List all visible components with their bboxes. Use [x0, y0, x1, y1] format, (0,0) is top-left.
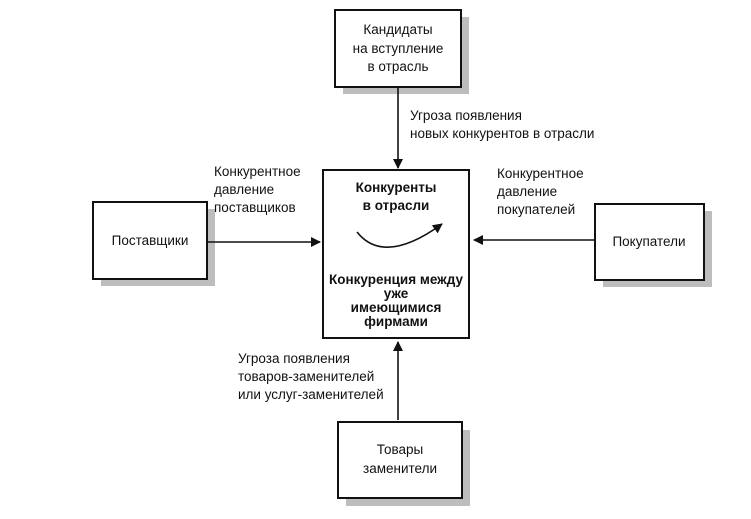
buyers-box: Покупатели [594, 203, 712, 287]
buyer-pressure-line-3: покупателей [497, 202, 575, 217]
rivalry-line-1: Конкуренция между [329, 272, 463, 287]
substitutes-line-2: заменители [363, 461, 437, 476]
buyer-pressure-line-2: давление [497, 184, 557, 199]
suppliers-label: Поставщики [112, 233, 189, 248]
supplier-pressure-line-2: давление [214, 182, 274, 197]
substitutes-box: Товары заменители [337, 421, 470, 506]
buyer-pressure-label: Конкурентное давление покупателей [497, 166, 584, 217]
substitute-threat-line-3: или услуг-заменителей [238, 387, 384, 402]
buyers-label: Покупатели [612, 234, 685, 249]
suppliers-box: Поставщики [92, 201, 215, 286]
substitute-threat-label: Угроза появления товаров-заменителей или… [238, 351, 384, 402]
entrants-line-1: Кандидаты [363, 22, 432, 37]
substitute-threat-line-1: Угроза появления [238, 351, 350, 366]
substitutes-line-1: Товары [377, 442, 423, 457]
entrants-threat-line-1: Угроза появления [410, 108, 522, 123]
rivalry-line-3: имеющимися [351, 300, 442, 315]
buyer-pressure-line-1: Конкурентное [497, 166, 584, 181]
entrants-box: Кандидаты на вступление в отрасль [334, 9, 469, 94]
rivalry-line-2: уже [384, 286, 409, 301]
entrants-threat-label: Угроза появления новых конкурентов в отр… [410, 108, 594, 141]
entrants-threat-line-2: новых конкурентов в отрасли [410, 126, 594, 141]
supplier-pressure-label: Конкурентное давление поставщиков [214, 164, 301, 215]
supplier-pressure-line-1: Конкурентное [214, 164, 301, 179]
rivals-title-line-2: в отрасли [363, 198, 430, 213]
entrants-line-3: в отрасль [368, 59, 429, 74]
rivalry-line-4: фирмами [364, 314, 428, 329]
supplier-pressure-line-3: поставщиков [214, 200, 296, 215]
entrants-line-2: на вступление [353, 41, 444, 56]
substitute-threat-line-2: товаров-заменителей [238, 369, 374, 384]
rivals-title-line-1: Конкуренты [356, 180, 437, 195]
rivalry-box: Конкуренты в отрасли Конкуренция между у… [322, 169, 470, 339]
rivalry-curved-arrow [356, 223, 443, 249]
